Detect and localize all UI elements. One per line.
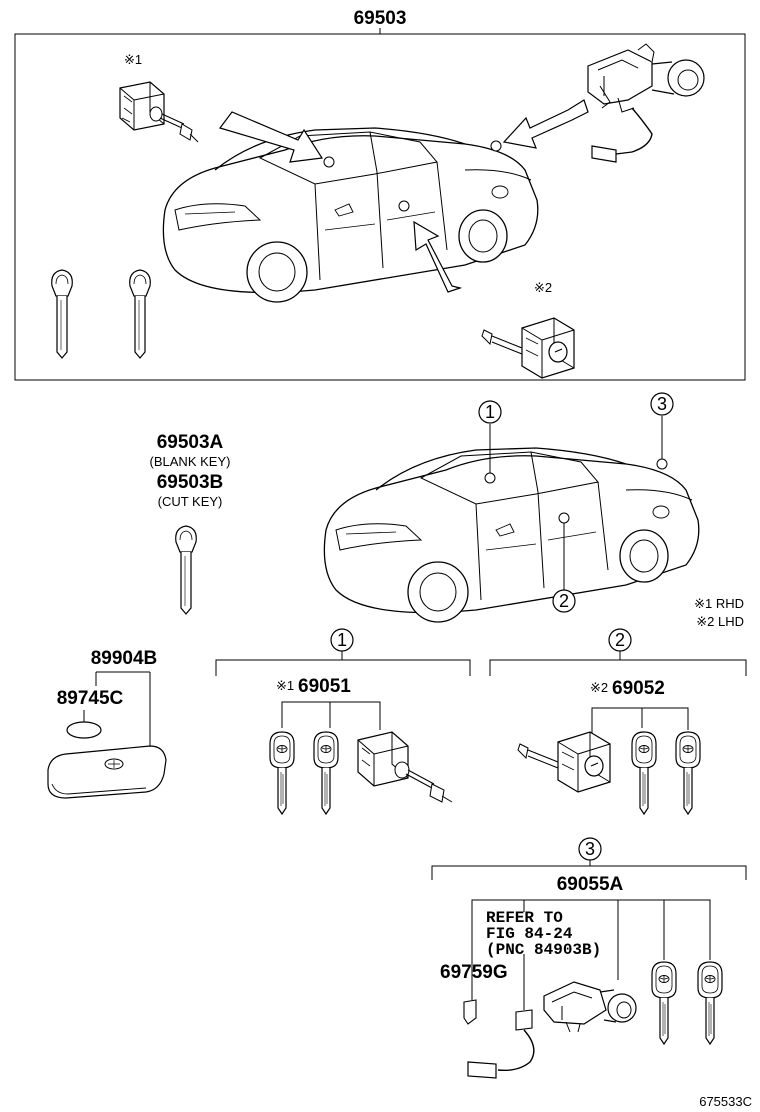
group-1-key-b	[313, 731, 339, 815]
group-1-note: ※1	[276, 678, 294, 693]
refer-line-3: (PNC 84903B)	[486, 941, 601, 959]
battery-coin-icon	[66, 721, 102, 739]
blank-key-part-number: 69503A	[157, 432, 224, 453]
car-illustration-middle	[323, 447, 700, 623]
ignition-cylinder-top	[587, 43, 705, 163]
cut-key-part-number: 69503B	[157, 472, 224, 493]
group-2-leader	[591, 707, 689, 748]
transmitter-leader	[95, 671, 151, 752]
group-2-key-b	[675, 731, 701, 815]
group-3-bracket	[431, 837, 747, 880]
group-1-callout: 1	[337, 630, 347, 650]
car-illustration-top	[162, 127, 539, 303]
door-lock-rhd-top	[119, 81, 199, 143]
group-1-door-lock	[357, 731, 453, 803]
single-key	[175, 525, 197, 615]
transmitter-part-number: 89904B	[91, 648, 158, 669]
group-3-part-number: 69055A	[557, 874, 624, 895]
group-2-part-number: 69052	[612, 678, 665, 699]
group-2-callout: 2	[615, 630, 625, 650]
group-2-door-lock	[517, 731, 611, 793]
blank-key-right	[129, 269, 151, 359]
battery-part-number: 89745C	[57, 688, 124, 709]
group-2-bracket	[489, 628, 747, 676]
group-3-callout: 3	[585, 839, 595, 859]
group-3-key-a	[651, 961, 677, 1045]
note-mark-1-top: ※1	[124, 52, 142, 67]
legend-lhd: ※2 LHD	[696, 614, 744, 629]
figure-code: 675533C	[699, 1094, 752, 1109]
location-arrows	[219, 99, 589, 293]
part-69759-number: 69759G	[440, 962, 508, 983]
cut-key-description: (CUT KEY)	[158, 494, 223, 509]
kit-part-number: 69503	[354, 8, 407, 29]
transmitter-fob-icon	[47, 745, 167, 799]
note-mark-2-top: ※2	[534, 280, 552, 295]
group-1-key-a	[269, 731, 295, 815]
legend-rhd: ※1 RHD	[694, 596, 744, 611]
wire-harness-icon	[467, 1009, 535, 1079]
blank-key-description: (BLANK KEY)	[150, 454, 231, 469]
door-lock-lhd-top	[481, 317, 575, 379]
group-2-key-a	[631, 731, 657, 815]
group-1-bracket	[215, 628, 471, 676]
group-3-key-b	[697, 961, 723, 1045]
group-2-note: ※2	[590, 680, 608, 695]
group-3-leader	[471, 899, 711, 1010]
callout-2: 2	[559, 591, 569, 611]
refer-line-2: FIG 84-24	[486, 925, 573, 943]
callout-1: 1	[485, 402, 495, 422]
group-1-part-number: 69051	[298, 676, 351, 697]
blank-key-left	[51, 269, 73, 359]
callout-3: 3	[657, 394, 667, 414]
clip-part-icon	[463, 999, 477, 1025]
location-callouts	[478, 392, 674, 613]
ignition-switch-assembly	[543, 981, 637, 1033]
refer-line-1: REFER TO	[486, 909, 563, 927]
group-1-leader	[281, 701, 381, 730]
